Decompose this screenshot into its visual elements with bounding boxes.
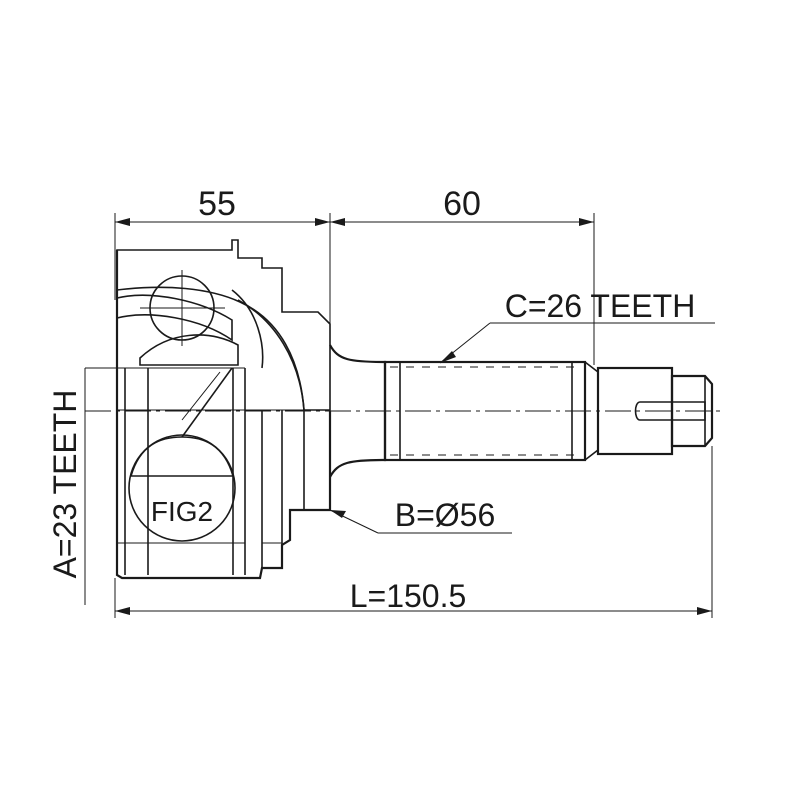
dimension-60-label: 60 (443, 185, 481, 223)
overall-length-label: L=150.5 (350, 578, 467, 614)
leader-c-teeth: C=26 TEETH (439, 288, 715, 364)
dimension-a-teeth: A=23 TEETH (47, 367, 125, 605)
outer-housing (115, 239, 332, 580)
shaft (329, 344, 714, 478)
fig2-label: FIG2 (151, 496, 213, 527)
dimension-60: 60 (330, 185, 595, 365)
c-teeth-label: C=26 TEETH (505, 288, 696, 324)
a-teeth-label: A=23 TEETH (47, 390, 83, 579)
b-diameter-label: B=Ø56 (395, 497, 496, 533)
dimension-55-label: 55 (198, 185, 236, 223)
fig2-detail: FIG2 (128, 367, 236, 542)
dimension-55: 55 (114, 185, 331, 330)
dimension-overall-length: L=150.5 (114, 446, 713, 618)
leader-b-diameter: B=Ø56 (329, 497, 512, 534)
